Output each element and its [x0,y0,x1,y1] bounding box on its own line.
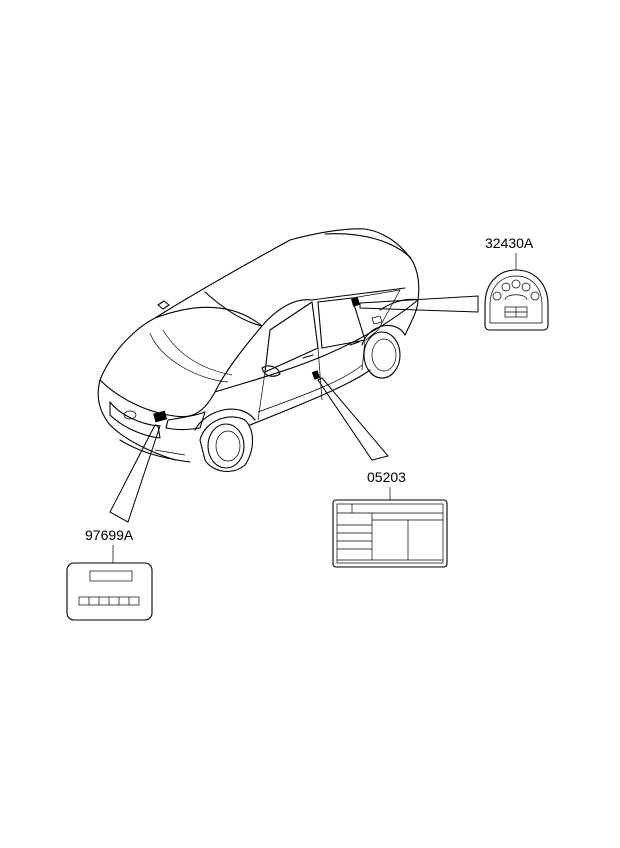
part-label: 97699A [85,527,134,543]
part-32430A[interactable]: 32430A [484,235,549,331]
leader-32430A [359,295,479,313]
part-97699A[interactable]: 97699A [66,527,153,621]
leader-lines [109,295,479,523]
leader-97699A [109,424,161,523]
marker-32430A [351,297,360,307]
tire-pressure-label-icon [484,269,549,331]
marker-05203 [311,370,321,380]
tire-info-placard-icon [332,499,448,568]
part-label: 05203 [367,469,406,485]
part-label: 32430A [485,235,534,251]
leader-05203 [317,377,389,461]
refrigerant-label-icon [66,562,153,621]
marker-97699A [153,410,168,423]
part-05203[interactable]: 05203 [332,469,448,568]
car-illustration [97,228,420,472]
